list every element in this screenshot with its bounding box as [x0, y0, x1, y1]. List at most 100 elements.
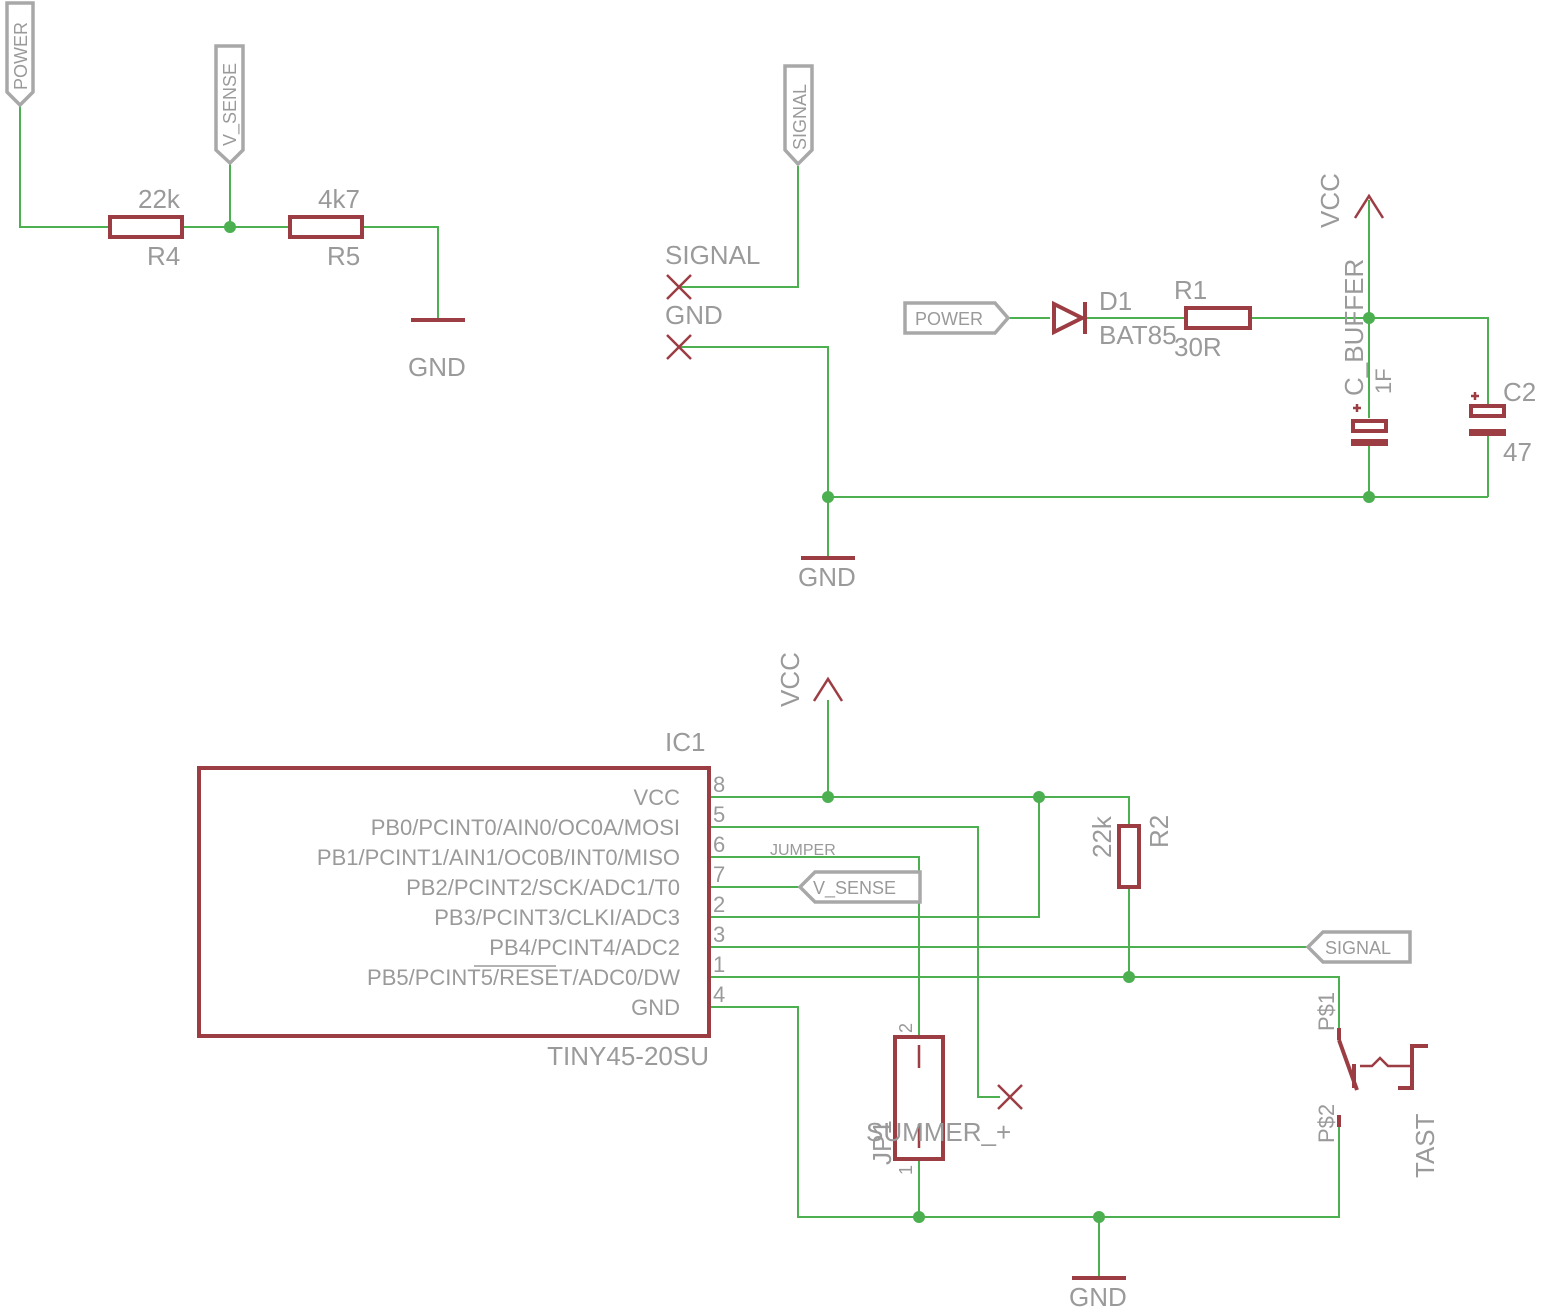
signal-connector: SIGNAL SIGNAL GND GND — [665, 64, 856, 592]
flag-v-sense-horizontal: V_SENSE — [797, 870, 922, 904]
flag-power-label: POWER — [915, 309, 983, 329]
ic1-pin-number: 5 — [713, 802, 725, 827]
wire-r5-gnd — [362, 226, 439, 320]
pad-signal-x — [666, 274, 692, 300]
wire-gnd — [679, 346, 829, 558]
ic1-pin-label: PB0/PCINT0/AIN0/OC0A/MOSI — [371, 815, 680, 840]
pad-gnd-x — [666, 334, 692, 360]
junction — [1363, 312, 1375, 324]
ic1-pin-number: 1 — [713, 952, 725, 977]
c-buffer-value: 1F — [1371, 368, 1396, 394]
r5-name: R5 — [327, 241, 360, 271]
ic1-pin-number: 4 — [713, 982, 725, 1007]
d1-value: BAT85 — [1099, 320, 1177, 350]
flag-power-horizontal: POWER — [903, 301, 1011, 335]
ic1-value: TINY45-20SU — [547, 1041, 709, 1071]
gnd-symbol: GND — [1069, 1276, 1127, 1312]
gnd-symbol: GND — [408, 318, 466, 382]
flag-signal-vertical: SIGNAL — [783, 64, 814, 167]
junction — [224, 221, 236, 233]
vcc-symbol: VCC — [1315, 173, 1385, 228]
jumper-jp1: 2 1 JP1 SUMMER_+ — [866, 1023, 1011, 1175]
r4-name: R4 — [147, 241, 180, 271]
gnd-label: GND — [798, 562, 856, 592]
ic1: IC1 TINY45-20SU VCC PB0/PCINT0/AIN0/OC0A… — [197, 727, 725, 1071]
junction — [913, 1211, 925, 1223]
ic1-pin-number: 7 — [713, 862, 725, 887]
junction — [1033, 791, 1045, 803]
wire-r1-c2 — [1250, 317, 1489, 404]
r1-value: 30R — [1174, 332, 1222, 362]
c2-name: C2 — [1503, 377, 1536, 407]
wire-signal — [679, 166, 799, 288]
jumper-net-label: JUMPER — [770, 842, 836, 859]
flag-v-sense-label: V_SENSE — [813, 878, 896, 899]
wire-pin2 — [710, 797, 1040, 918]
ic1-pin-label: VCC — [634, 785, 681, 810]
vcc-symbol: VCC — [775, 652, 844, 707]
jumper-pin-number: 1 — [896, 1165, 916, 1175]
microcontroller-section: VCC IC1 TINY45-20SU VCC PB0/PCINT0/AIN0/… — [197, 652, 1440, 1312]
capacitor-c-buffer: C_BUFFER 1F — [1339, 259, 1396, 446]
flag-v-sense-vertical: V_SENSE — [214, 44, 245, 166]
jumper-name: JP1 — [867, 1120, 897, 1165]
flag-signal-horizontal: SIGNAL — [1305, 930, 1412, 964]
ic1-pin-label: PB5/PCINT5/RESET/ADC0/DW — [367, 965, 680, 990]
r1-name: R1 — [1174, 275, 1207, 305]
ic1-pin-number: 2 — [713, 892, 725, 917]
wire-power-r4 — [19, 98, 110, 228]
c2-value: 47 — [1503, 437, 1532, 467]
ic1-pin-label: PB2/PCINT2/SCK/ADC1/T0 — [406, 875, 680, 900]
pad-unconnected-x — [997, 1084, 1023, 1110]
diode-d1: D1 BAT85 — [1052, 286, 1177, 350]
power-supply: VCC POWER D1 BAT85 R1 30R C_BUFFER 1F — [828, 173, 1536, 503]
ic1-pin-number: 6 — [713, 832, 725, 857]
gnd-symbol: GND — [798, 556, 856, 592]
resistor-r2: 22k R2 — [1087, 815, 1174, 889]
r2-value: 22k — [1087, 815, 1117, 858]
switch-pin-label: P$1 — [1314, 992, 1339, 1031]
resistor-r1 — [1184, 306, 1252, 330]
vcc-label: VCC — [775, 652, 805, 707]
r5-value: 4k7 — [318, 184, 360, 214]
junction — [1123, 971, 1135, 983]
r4-value: 22k — [138, 184, 181, 214]
ic1-pin-label: GND — [631, 995, 680, 1020]
flag-signal-label: SIGNAL — [1325, 938, 1391, 958]
ic1-pin-number: 8 — [713, 772, 725, 797]
ic1-body — [197, 766, 711, 1038]
flag-power-label: POWER — [11, 22, 31, 90]
junction — [822, 791, 834, 803]
voltage-divider: POWER V_SENSE 22k R4 4k7 R5 GND — [5, 1, 466, 382]
ic1-pin-label: PB3/PCINT3/CLKI/ADC3 — [434, 905, 680, 930]
ic1-pin-label: PB4/PCINT4/ADC2 — [489, 935, 680, 960]
switch-tast: P$1 P$2 TAST — [1314, 992, 1440, 1178]
capacitor-c2: C2 47 — [1469, 377, 1536, 467]
wire-pin4-gnd — [710, 1006, 1340, 1218]
resistor-r5 — [288, 215, 364, 239]
jumper-value: SUMMER_+ — [866, 1117, 1011, 1147]
switch-pin-label: P$2 — [1314, 1104, 1339, 1143]
gnd-label: GND — [408, 352, 466, 382]
switch-name: TAST — [1410, 1113, 1440, 1178]
wire-pin5 — [710, 826, 1000, 1098]
ic1-name: IC1 — [665, 727, 705, 757]
connector-pin-signal-label: SIGNAL — [665, 240, 760, 270]
wire-pin1-reset — [710, 976, 1340, 1028]
jumper-pin-number: 2 — [896, 1023, 916, 1033]
ic1-pin-number: 3 — [713, 922, 725, 947]
ic1-pin-label: PB1/PCINT1/AIN1/OC0B/INT0/MISO — [317, 845, 680, 870]
connector-pin-gnd-label: GND — [665, 300, 723, 330]
d1-name: D1 — [1099, 286, 1132, 316]
c-buffer-name: C_BUFFER — [1339, 259, 1369, 396]
flag-v-sense-label: V_SENSE — [220, 63, 241, 146]
vcc-label: VCC — [1315, 173, 1345, 228]
flag-signal-label: SIGNAL — [790, 84, 810, 150]
gnd-label: GND — [1069, 1282, 1127, 1312]
r2-name: R2 — [1144, 815, 1174, 848]
junction — [1363, 491, 1375, 503]
junction — [1093, 1211, 1105, 1223]
flag-power-vertical: POWER — [5, 1, 35, 108]
resistor-r4 — [108, 215, 184, 239]
